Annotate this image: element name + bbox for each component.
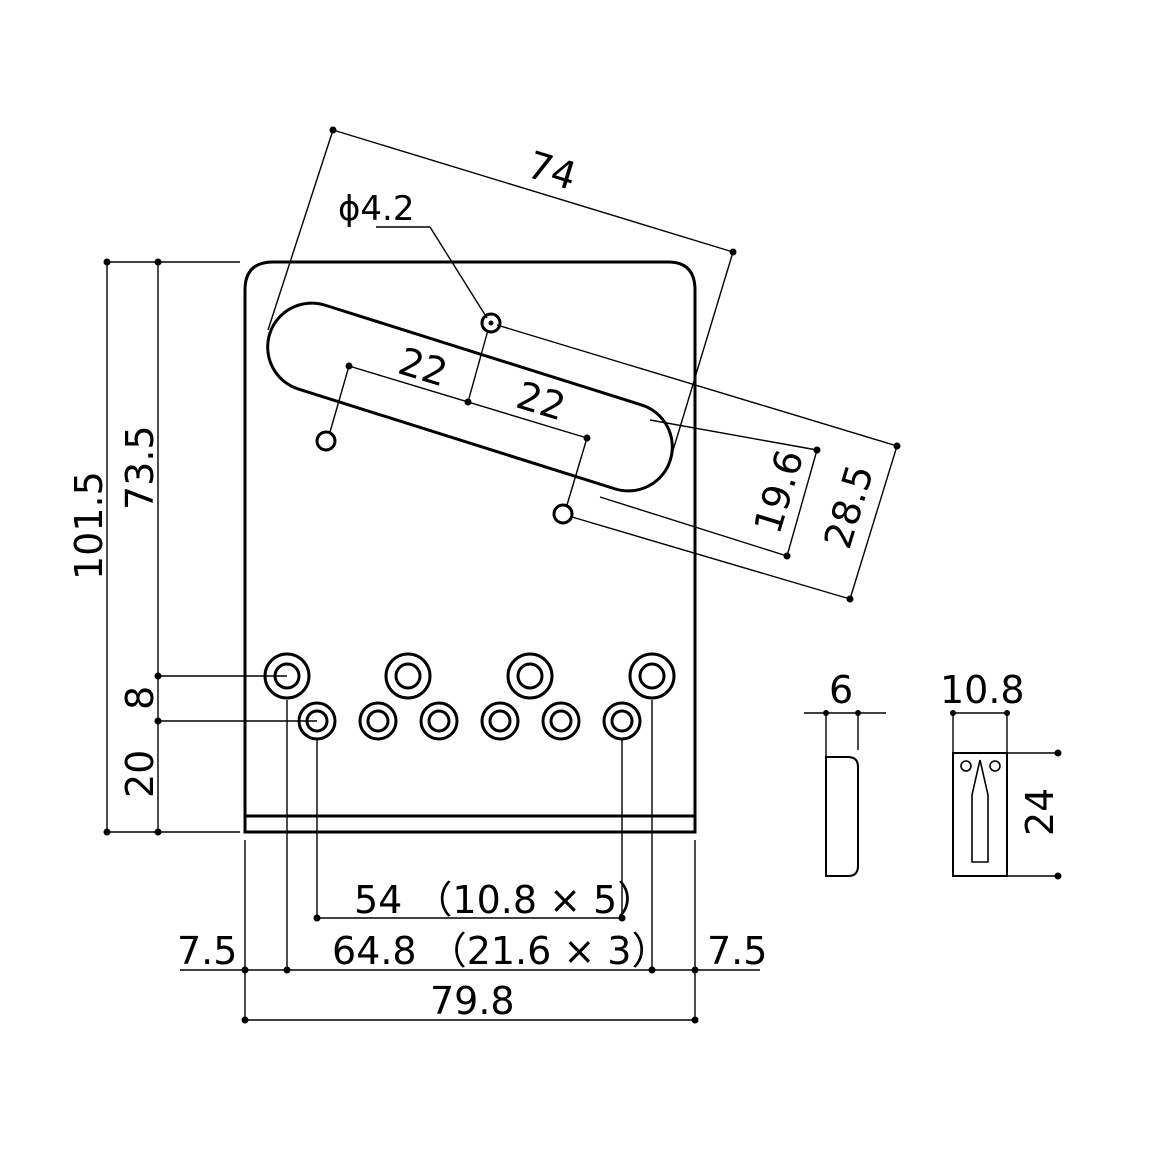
dim-height-73-5: 73.5 — [118, 425, 162, 510]
dimension-labels: 74 ϕ4.2 22 22 19.6 28.5 101.5 73.5 8 20 … — [67, 143, 1062, 1023]
dim-spacing-22-a: 22 — [393, 339, 452, 395]
dim-saddle-width-6: 6 — [829, 668, 853, 712]
dim-offset-19-6: 19.6 — [745, 445, 812, 539]
pickup-mount-hole — [315, 430, 337, 452]
string-through-holes — [297, 701, 642, 741]
dim-saddle-height-24: 24 — [1018, 788, 1062, 836]
saddle-top-view — [950, 710, 1062, 880]
dim-offset-28-5: 28.5 — [815, 460, 882, 554]
dim-height-20: 20 — [118, 750, 162, 798]
plate-outline — [243, 260, 697, 834]
dim-edge-left-7-5: 7.5 — [177, 929, 237, 973]
dim-spacing-22-b: 22 — [511, 373, 570, 429]
plate-mount-holes — [263, 652, 676, 700]
pickup-mount-hole — [552, 503, 574, 525]
dim-saddle-length-10-8: 10.8 — [940, 668, 1025, 712]
dim-mount-spacing-64-8: 64.8 （21.6 × 3） — [332, 929, 669, 973]
dim-height-101-5: 101.5 — [67, 471, 111, 580]
dim-hole-diameter: ϕ4.2 — [338, 189, 415, 229]
dim-width-79-8: 79.8 — [430, 979, 515, 1023]
dim-edge-right-7-5: 7.5 — [707, 929, 767, 973]
bridge-plate — [243, 260, 697, 834]
pickup-mount-hole-small — [480, 312, 502, 334]
dim-height-8: 8 — [118, 686, 162, 710]
saddle-side-view — [804, 710, 886, 877]
dim-string-spacing-54: 54 （10.8 × 5） — [354, 878, 655, 922]
dimension-lines — [103, 126, 901, 1024]
